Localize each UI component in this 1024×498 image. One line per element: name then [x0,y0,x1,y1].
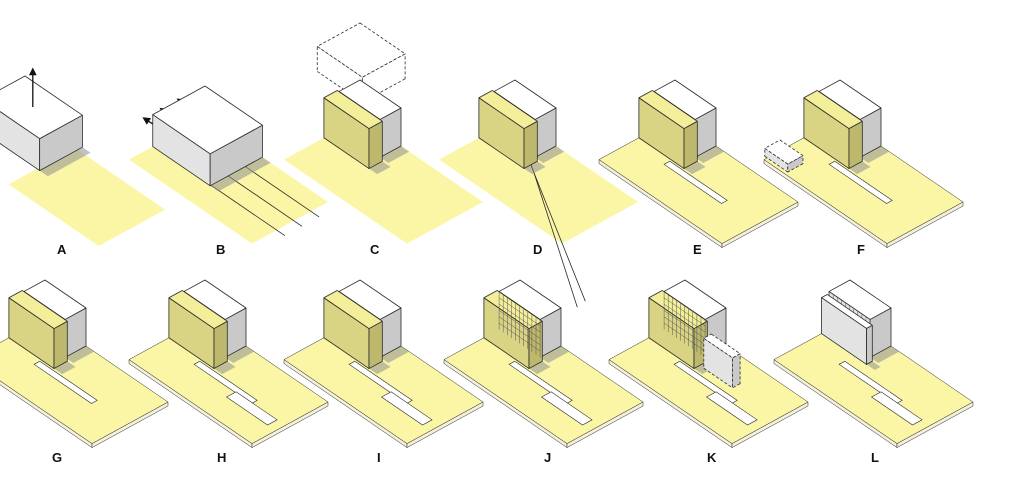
yellow-slab-top [638,90,698,129]
building-mass-top [0,75,83,140]
panel-label-a: A [57,242,67,257]
path-strip-secondary [380,391,433,426]
building-mass-shadow [870,346,900,364]
panel-f: F [763,79,964,257]
yellow-slab-shadow [214,361,236,375]
path-strip-secondary [540,391,593,426]
path-strip [33,360,98,404]
building-mass-shadow [540,346,570,364]
panel-e: E [598,79,799,257]
panel-label-g: G [52,450,62,465]
yellow-slab-top [323,290,383,329]
panel-h: H [128,279,329,465]
yellow-slab-side [53,320,68,369]
facade-grid [663,291,706,358]
yellow-slab-shadow [529,361,551,375]
panel-label-k: K [707,450,717,465]
facade-grid [498,291,541,358]
yellow-slab-shadow [369,161,391,175]
yellow-slab-side [848,120,863,169]
panel-label-e: E [693,242,702,257]
panel-l: L [773,279,974,465]
path-strip-secondary [225,391,278,426]
building-mass-shadow [380,146,410,164]
detached-block-top [764,139,804,165]
yellow-slab-side [523,120,538,169]
yellow-slab-top [803,90,863,129]
screen-panel-shadow [866,361,881,370]
yellow-slab-shadow [684,161,706,175]
panel-g: G [0,279,169,465]
building-mass-shadow [225,346,255,364]
path-strip-secondary [870,391,923,426]
panel-label-d: D [533,242,542,257]
yellow-slab-shadow [54,361,76,375]
building-mass-shadow [65,346,95,364]
panel-j: J [443,279,644,465]
building-mass-shadow [380,346,410,364]
yellow-slab-shadow [369,361,391,375]
yellow-slab-side [368,320,383,369]
yellow-slab-top [323,90,383,129]
yellow-slab-top [168,290,228,329]
yellow-slab-shadow [524,161,546,175]
building-mass-shadow [210,157,271,192]
panel-label-f: F [857,242,865,257]
building-mass-shadow [535,146,565,164]
panel-k: K [608,279,809,465]
yellow-slab-top [8,290,68,329]
cut-panel-side [732,353,741,389]
panel-b: B [129,85,328,257]
panel-label-c: C [370,242,380,257]
yellow-slab-side [368,120,383,169]
path-strip [828,160,893,204]
panel-a: A [0,67,166,257]
path-strip-secondary [705,391,758,426]
building-mass-top [152,85,263,155]
panel-d: D [439,79,638,308]
panel-label-j: J [544,450,551,465]
panel-label-i: I [377,450,381,465]
panel-label-l: L [871,450,879,465]
site-plane [439,118,638,244]
building-mass-shadow [860,146,890,164]
panel-label-h: H [217,450,226,465]
panel-label-b: B [216,242,225,257]
panel-c: C [284,22,483,257]
yellow-slab-top [478,90,538,129]
yellow-slab-shadow [849,161,871,175]
site-plane [284,118,483,244]
screen-panel-side [866,324,873,365]
panel-i: I [283,279,484,465]
yellow-slab-side [213,320,228,369]
yellow-slab-side [683,120,698,169]
lifted-volume-top [316,22,406,78]
path-strip [663,160,728,204]
screen-panel-top [821,294,873,329]
building-mass-shadow [695,146,725,164]
cut-panel-front [703,337,733,389]
building-mass-shadow [39,147,91,177]
cut-panel-top [703,333,741,359]
